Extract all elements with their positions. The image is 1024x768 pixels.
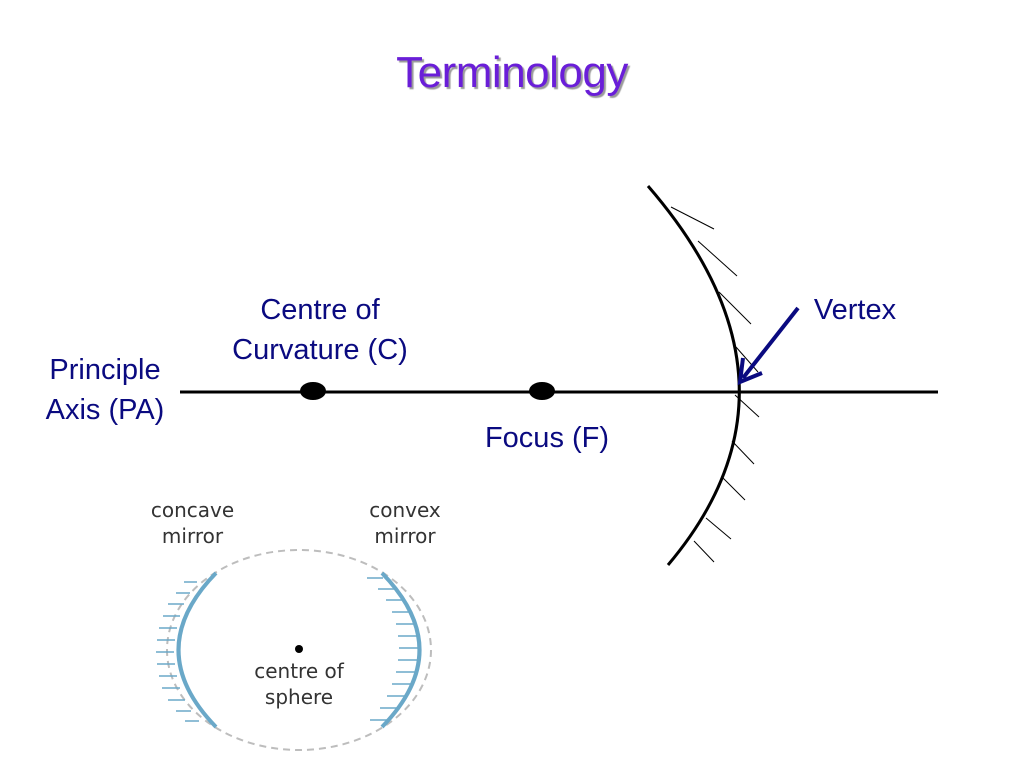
slide-title: Terminology (396, 48, 628, 97)
vertex-label: Vertex (813, 294, 897, 326)
centre-of-curvature-point (300, 382, 326, 400)
principle-axis-label: Principle Axis (PA) (45, 354, 165, 426)
concave-hatching (156, 581, 199, 722)
sphere-outline (166, 549, 432, 751)
focus-point (529, 382, 555, 400)
vertex-arrow (737, 306, 800, 386)
sphere-centre-point (295, 645, 303, 653)
mirror-hatching (670, 206, 760, 563)
sphere-diagram (156, 549, 432, 751)
concave-mirror-segment (176, 571, 218, 729)
concave-mirror-arc (646, 185, 741, 566)
convex-mirror-label: convex mirror (369, 498, 441, 548)
convex-mirror-segment (380, 571, 422, 729)
centre-of-sphere-label: centre of sphere (254, 659, 344, 709)
convex-hatching (367, 577, 420, 721)
centre-of-curvature-label: Centre of Curvature (C) (232, 294, 408, 366)
focus-label: Focus (F) (484, 422, 610, 454)
concave-mirror-label: concave mirror (150, 498, 235, 548)
